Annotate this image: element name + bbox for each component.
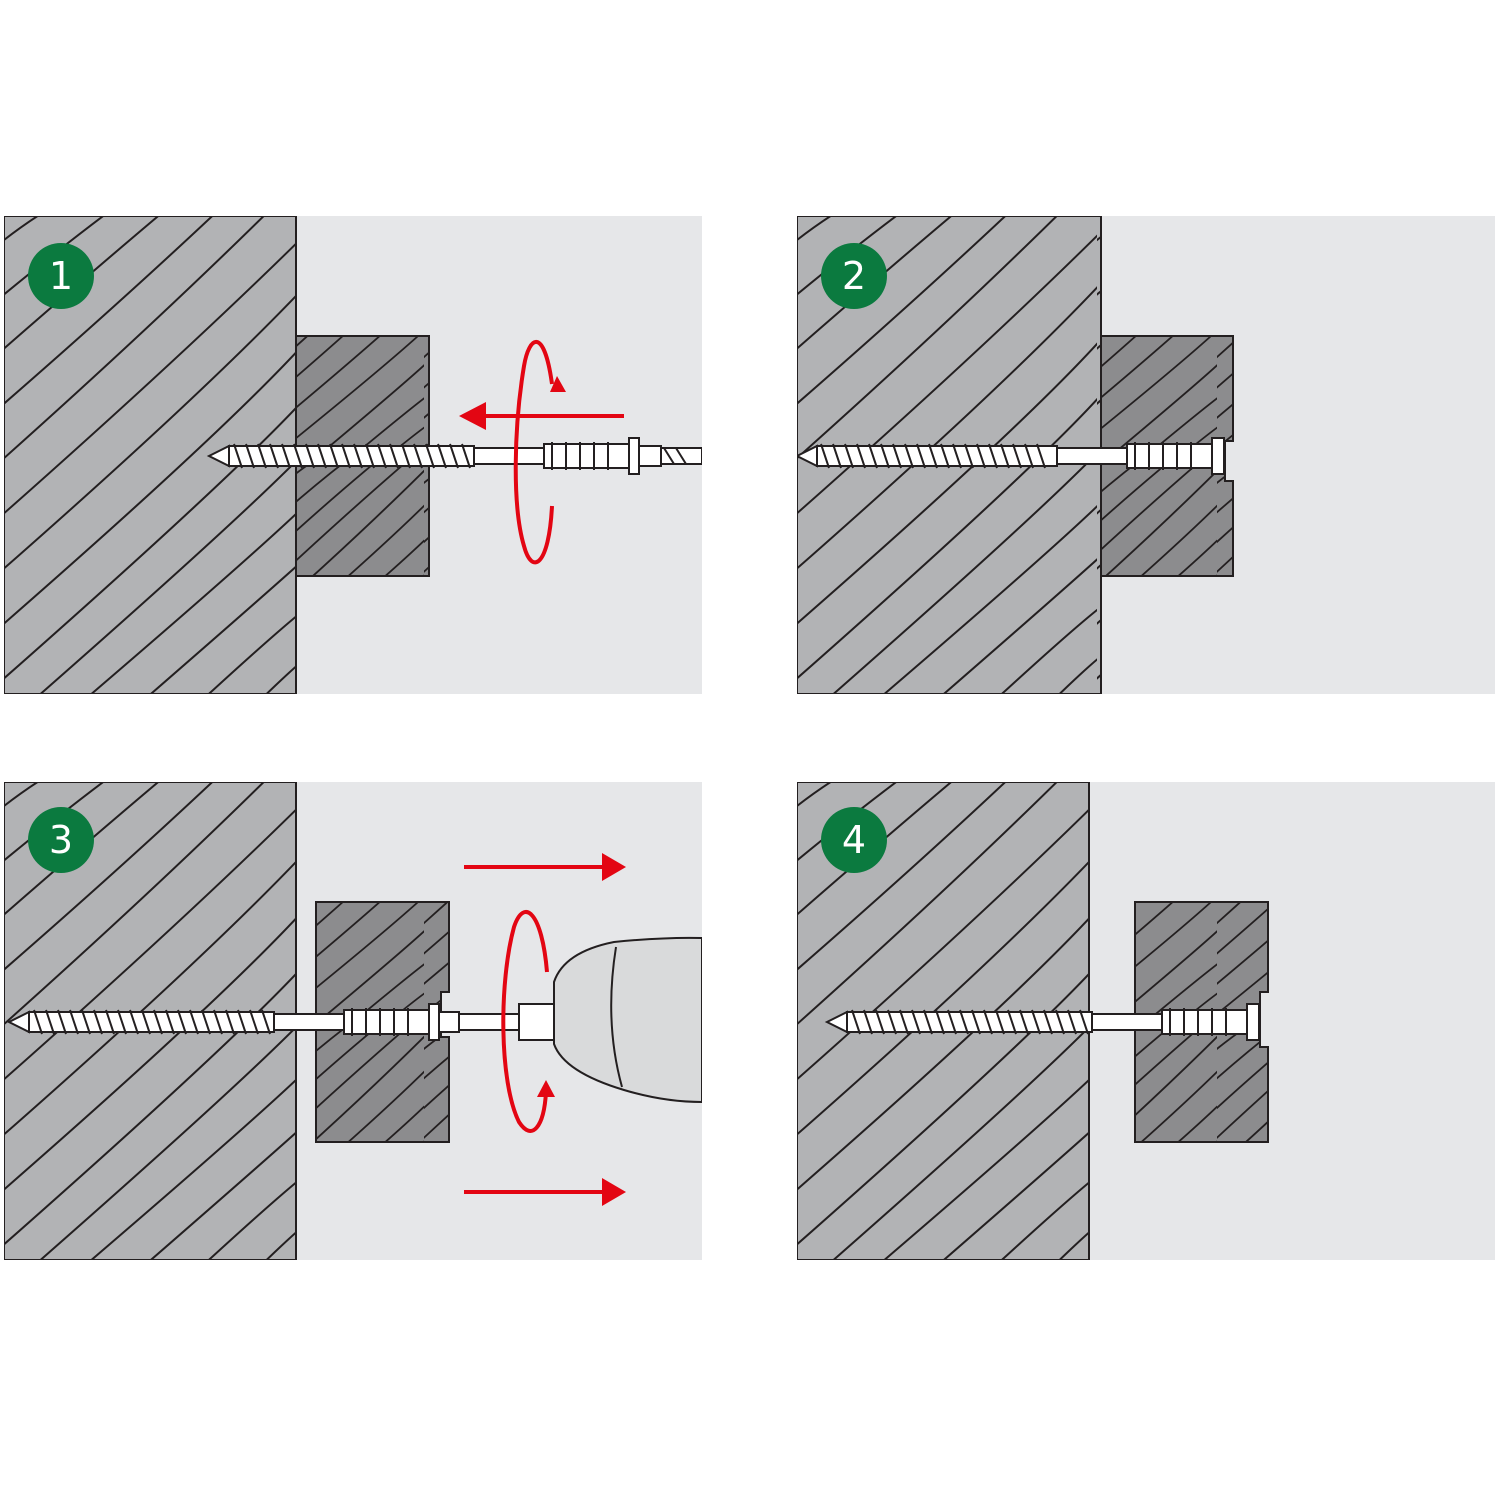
step-panel-2: 2 xyxy=(797,216,1495,694)
step-panel-4: 4 xyxy=(797,782,1495,1260)
step-badge-2: 2 xyxy=(821,243,887,309)
step-number: 3 xyxy=(49,818,73,862)
step-badge-3: 3 xyxy=(28,807,94,873)
step-number: 1 xyxy=(49,254,73,298)
arrow-left-icon xyxy=(459,402,624,430)
step-panel-1: 1 xyxy=(4,216,702,694)
screw xyxy=(6,1003,555,1041)
step-number: 2 xyxy=(842,254,866,298)
screw xyxy=(797,437,1225,475)
screw xyxy=(824,1003,1260,1041)
step-badge-1: 1 xyxy=(28,243,94,309)
step-panel-3: 3 xyxy=(4,782,702,1260)
screw xyxy=(206,437,702,475)
rotation-icon xyxy=(501,910,555,1133)
arrow-right-icon xyxy=(464,1178,626,1206)
step-number: 4 xyxy=(842,818,866,862)
drill-body xyxy=(553,936,702,1104)
step-badge-4: 4 xyxy=(821,807,887,873)
arrow-right-icon xyxy=(464,853,626,881)
rotation-icon xyxy=(513,339,566,565)
